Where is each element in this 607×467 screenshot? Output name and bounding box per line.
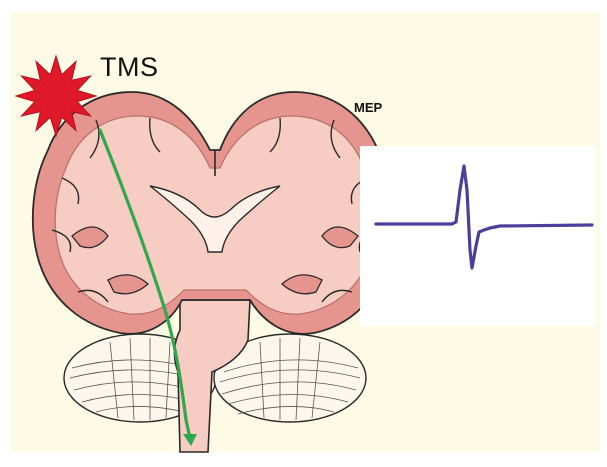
- tms-label: TMS: [100, 52, 159, 83]
- mep-label: MEP: [354, 100, 382, 115]
